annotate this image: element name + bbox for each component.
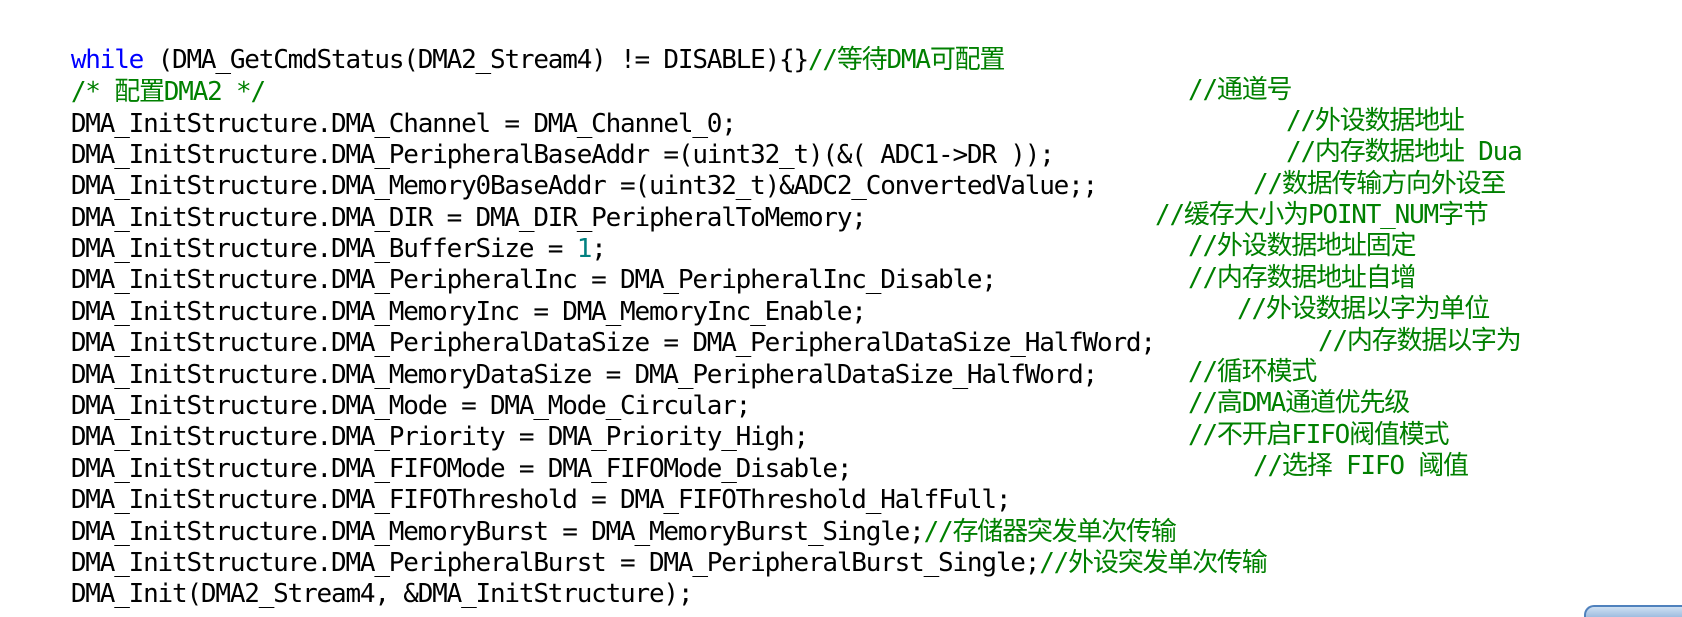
code-line: DMA_InitStructure.DMA_Mode = DMA_Mode_Ci… (13, 355, 752, 421)
code-line: DMA_InitStructure.DMA_DIR = DMA_DIR_Peri… (13, 167, 867, 233)
code-line: DMA_InitStructure.DMA_MemoryDataSize = D… (13, 324, 1098, 390)
scrollbar-corner[interactable] (1584, 605, 1682, 617)
code-line: DMA_InitStructure.DMA_MemoryInc = DMA_Me… (13, 261, 867, 327)
code-text: DMA_InitStructure.DMA_FIFOThreshold = DM… (70, 485, 1012, 515)
code-line: DMA_InitStructure.DMA_PeripheralBaseAddr… (13, 104, 1055, 170)
code-comment: //不开启FIFO阀值模式 (1188, 420, 1450, 450)
number-literal: 1 (576, 234, 593, 264)
code-comment: //数据传输方向外设至 (1253, 169, 1506, 199)
code-text: DMA_InitStructure.DMA_PeripheralBaseAddr… (70, 140, 1055, 170)
code-comment: //内存数据地址 Dua (1286, 137, 1523, 167)
code-line: DMA_InitStructure.DMA_PeripheralBurst = … (13, 512, 1268, 578)
code-text: DMA_InitStructure.DMA_MemoryBurst = DMA_… (70, 517, 925, 547)
code-line: DMA_InitStructure.DMA_FIFOMode = DMA_FIF… (13, 418, 853, 484)
code-line: /* 配置DMA2 */ (13, 41, 266, 107)
code-comment: //存储器突发单次传输 (923, 517, 1177, 547)
code-text: DMA_InitStructure.DMA_Priority = DMA_Pri… (70, 422, 809, 452)
code-text: (DMA_GetCmdStatus(DMA2_Stream4) != DISAB… (143, 45, 810, 75)
code-comment: //缓存大小为POINT_NUM字节 (1155, 200, 1489, 230)
code-line: DMA_InitStructure.DMA_BufferSize = 1; (13, 198, 607, 264)
code-line: DMA_InitStructure.DMA_PeripheralInc = DM… (13, 229, 997, 295)
code-text: DMA_InitStructure.DMA_PeripheralDataSize… (70, 328, 1156, 358)
code-text: DMA_InitStructure.DMA_MemoryInc = DMA_Me… (70, 297, 867, 327)
code-comment: //外设数据地址固定 (1188, 231, 1417, 261)
code-line: DMA_InitStructure.DMA_FIFOThreshold = DM… (13, 449, 1012, 515)
code-text: DMA_InitStructure.DMA_FIFOMode = DMA_FIF… (70, 454, 853, 484)
code-comment: //外设数据地址 (1286, 106, 1465, 136)
code-comment: //通道号 (1188, 75, 1293, 105)
code-line: while (DMA_GetCmdStatus(DMA2_Stream4) !=… (13, 9, 1006, 75)
code-line: DMA_InitStructure.DMA_MemoryBurst = DMA_… (13, 481, 1177, 547)
code-line: DMA_InitStructure.DMA_Priority = DMA_Pri… (13, 386, 809, 452)
code-comment: //选择 FIFO 阈值 (1253, 451, 1469, 481)
code-text: ; (591, 234, 607, 264)
code-line: DMA_InitStructure.DMA_PeripheralDataSize… (13, 292, 1156, 358)
code-comment: //循环模式 (1188, 357, 1317, 387)
code-comment: /* 配置DMA2 */ (70, 77, 266, 107)
code-comment: //外设数据以字为单位 (1237, 294, 1490, 324)
code-comment: //等待DMA可配置 (807, 45, 1005, 75)
code-comment: //外设突发单次传输 (1039, 548, 1268, 578)
code-text: DMA_InitStructure.DMA_Mode = DMA_Mode_Ci… (70, 391, 752, 421)
code-text: DMA_InitStructure.DMA_BufferSize = (70, 234, 577, 264)
code-text: DMA_InitStructure.DMA_Channel = DMA_Chan… (70, 109, 737, 139)
code-line: DMA_InitStructure.DMA_Channel = DMA_Chan… (13, 73, 737, 139)
code-comment: //高DMA通道优先级 (1188, 388, 1410, 418)
code-text: DMA_InitStructure.DMA_PeripheralInc = DM… (70, 265, 997, 295)
code-line: DMA_Init(DMA2_Stream4, &DMA_InitStructur… (13, 543, 694, 609)
code-text: DMA_Init(DMA2_Stream4, &DMA_InitStructur… (70, 579, 694, 609)
code-line: DMA_InitStructure.DMA_Memory0BaseAddr =(… (13, 135, 1098, 201)
code-comment: //内存数据以字为 (1318, 326, 1522, 356)
code-text: DMA_InitStructure.DMA_DIR = DMA_DIR_Peri… (70, 203, 867, 233)
code-text: DMA_InitStructure.DMA_Memory0BaseAddr =(… (70, 171, 1098, 201)
keyword-token: while (70, 45, 144, 75)
code-text: DMA_InitStructure.DMA_MemoryDataSize = D… (70, 360, 1098, 390)
code-comment: //内存数据地址自增 (1188, 263, 1417, 293)
code-text: DMA_InitStructure.DMA_PeripheralBurst = … (70, 548, 1041, 578)
